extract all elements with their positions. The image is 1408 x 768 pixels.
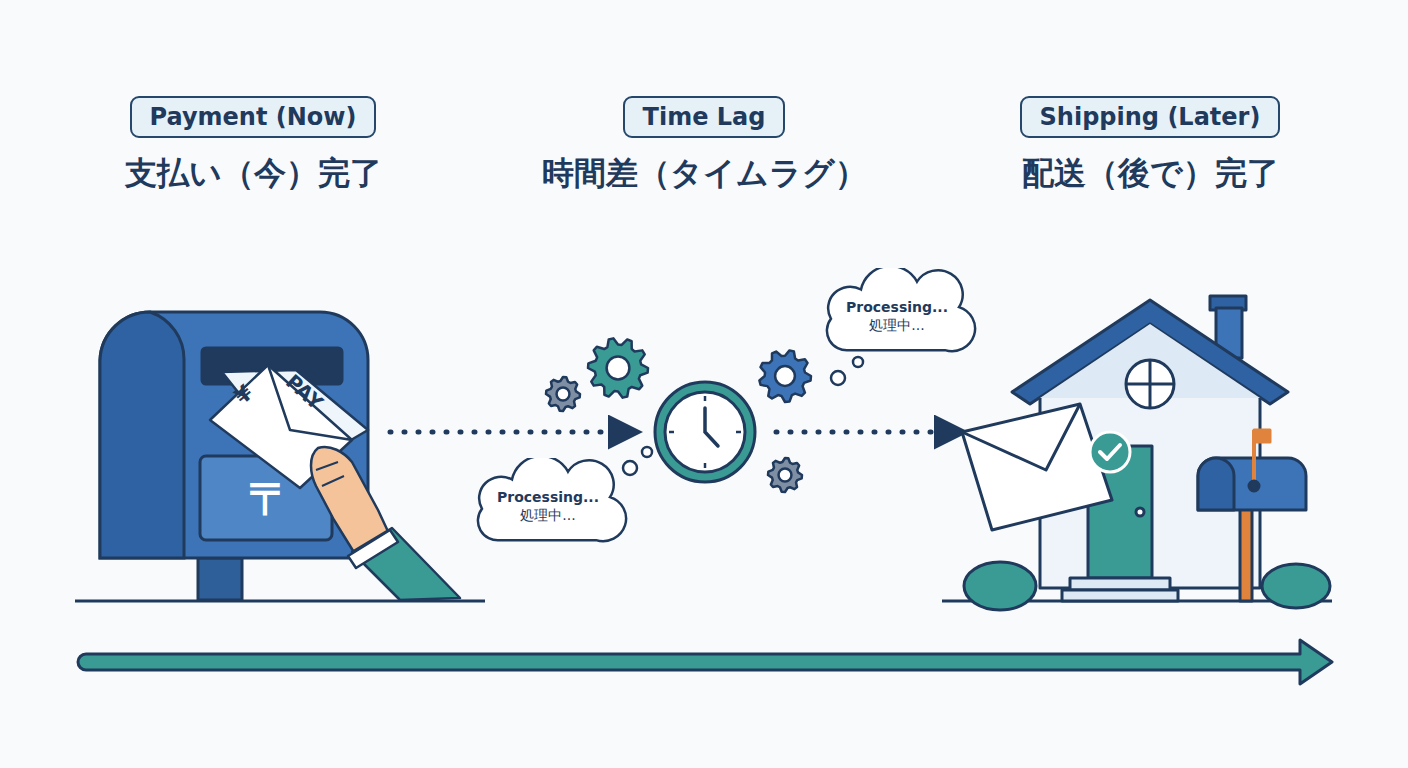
- gear: [546, 377, 580, 411]
- thought-cloud: Processing...処理中...: [817, 268, 977, 356]
- gear: [759, 350, 811, 402]
- stage-label: Payment (Now): [130, 96, 377, 138]
- envelope-mark: PAY: [281, 369, 327, 414]
- hand: [311, 447, 460, 600]
- gear: [588, 338, 648, 397]
- envelope-mark: ¥: [230, 380, 258, 409]
- thought-cloud: Processing...処理中...: [468, 458, 628, 546]
- stage-caption: 配送（後で）完了: [1016, 152, 1285, 196]
- letterbox: [1198, 430, 1306, 601]
- thought-dots: [623, 357, 863, 475]
- stage-caption: 支払い（今）完了: [121, 152, 386, 196]
- cloud-text: Processing...: [468, 488, 628, 506]
- cloud-text: 処理中...: [468, 506, 628, 524]
- flow-arrow: [390, 430, 636, 435]
- gear: [768, 458, 802, 492]
- clock: [655, 382, 755, 482]
- stage-heading: Shipping (Later) 配送（後で）完了: [1016, 96, 1285, 196]
- flow-arrow: [776, 430, 962, 435]
- cloud-text: Processing...: [817, 298, 977, 316]
- postal-mark: 〒: [248, 470, 292, 529]
- stage-label: Shipping (Later): [1020, 96, 1281, 138]
- stage-label: Time Lag: [623, 96, 786, 138]
- stage-caption: 時間差（タイムラグ）: [538, 152, 871, 196]
- delivered-envelope: [962, 404, 1130, 530]
- timeline-arrow: [78, 640, 1332, 684]
- stage-heading: Time Lag 時間差（タイムラグ）: [538, 96, 871, 196]
- stage-heading: Payment (Now) 支払い（今）完了: [121, 96, 386, 196]
- cloud-text: 処理中...: [817, 316, 977, 334]
